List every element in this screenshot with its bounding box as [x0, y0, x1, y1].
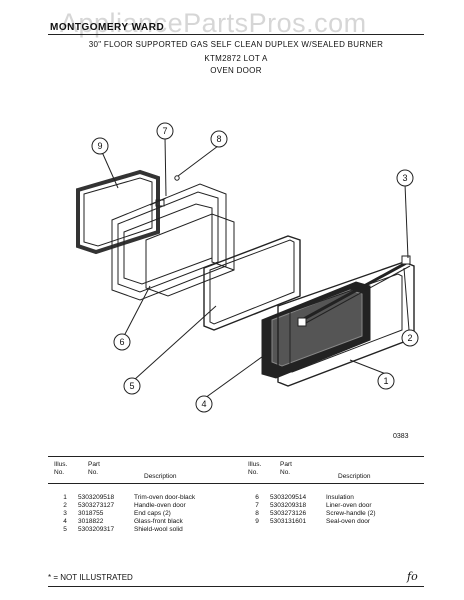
- callout-3: 3: [396, 169, 414, 187]
- svg-text:1: 1: [383, 376, 388, 386]
- svg-text:6: 6: [119, 337, 124, 347]
- page-title-section: OVEN DOOR: [210, 66, 262, 75]
- svg-text:4: 4: [201, 399, 206, 409]
- handle-oven-door-drawing: [297, 255, 411, 327]
- callout-2: 2: [401, 329, 419, 347]
- drawing-code: 0383: [393, 433, 409, 440]
- header-part: Part: [88, 461, 100, 468]
- header-illus-no: No.: [54, 469, 65, 476]
- svg-text:7: 7: [162, 126, 167, 136]
- insulation-drawing: [145, 213, 235, 297]
- callout-1: 1: [377, 372, 395, 390]
- header-illus-no-r: No.: [248, 469, 259, 476]
- svg-text:9: 9: [97, 141, 102, 151]
- page-title-line1: 30" FLOOR SUPPORTED GAS SELF CLEAN DUPLE…: [88, 40, 384, 49]
- svg-text:3: 3: [402, 173, 407, 183]
- header-rule-top: [48, 34, 424, 35]
- svg-text:8: 8: [216, 134, 221, 144]
- brand-header: MONTGOMERY WARD: [50, 22, 165, 33]
- header-part-no-r: No.: [280, 469, 291, 476]
- callout-6: 6: [113, 333, 131, 351]
- screw-handle-drawing: [174, 175, 180, 181]
- callout-7: 7: [156, 122, 174, 140]
- header-part-r: Part: [280, 461, 292, 468]
- header-illus-r: Illus.: [248, 461, 262, 468]
- header-illus: Illus.: [54, 461, 68, 468]
- footnote: * = NOT ILLUSTRATED: [48, 573, 133, 582]
- svg-text:5: 5: [129, 381, 134, 391]
- shield-wool-drawing: [203, 235, 301, 331]
- callout-8: 8: [210, 130, 228, 148]
- seal-oven-door-drawing: [76, 169, 160, 255]
- footer-rule: [48, 586, 424, 587]
- signature-mark: fo: [407, 570, 418, 583]
- callout-5: 5: [123, 377, 141, 395]
- header-description: Description: [144, 473, 177, 480]
- header-part-no: No.: [88, 469, 99, 476]
- callout-9: 9: [91, 137, 109, 155]
- table-rule-top: [48, 456, 424, 457]
- svg-text:2: 2: [407, 333, 412, 343]
- header-description-r: Description: [338, 473, 371, 480]
- table-rule-header: [48, 483, 424, 484]
- watermark-text: AppliancePartsPros.com: [60, 8, 367, 38]
- glass-front-drawing: [261, 281, 371, 379]
- callout-4: 4: [195, 395, 213, 413]
- page-title-model: KTM2872 LOT A: [204, 54, 268, 63]
